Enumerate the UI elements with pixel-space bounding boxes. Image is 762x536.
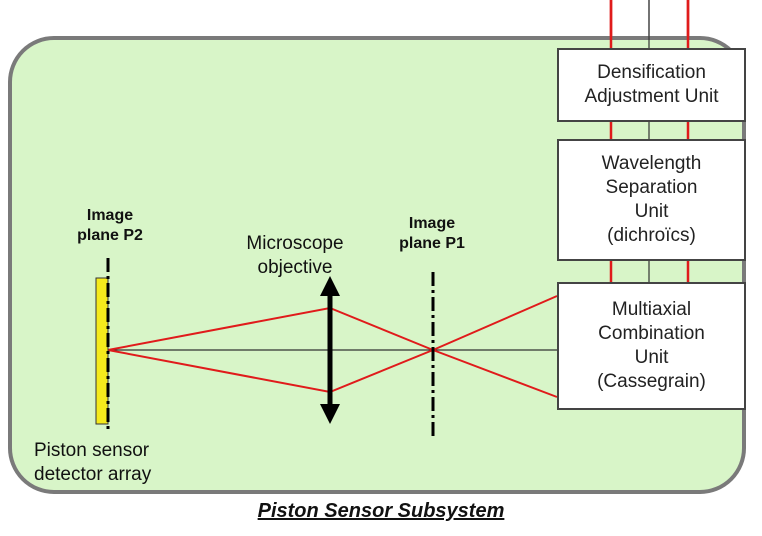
- lens-arrow-top-icon: [320, 276, 340, 296]
- microscope-objective-label: Microscope objective: [246, 233, 344, 278]
- densification-adjustment-unit-box: Densification Adjustment Unit: [557, 48, 746, 122]
- detector-array: [95, 277, 109, 425]
- image-plane-p2-label: Image plane P2: [77, 207, 143, 244]
- diagram-caption: Piston Sensor Subsystem: [257, 500, 505, 522]
- image-plane-p1-label: Image plane P1: [399, 215, 465, 252]
- wavelength-separation-unit-box: Wavelength Separation Unit (dichroïcs): [557, 139, 746, 261]
- detector-array-label: Piston sensor detector array: [34, 440, 152, 485]
- ray-upper: [107, 306, 558, 398]
- ray-lower: [107, 295, 558, 394]
- lens-arrow-bottom-icon: [320, 404, 340, 424]
- multiaxial-combination-unit-box: Multiaxial Combination Unit (Cassegrain): [557, 282, 746, 410]
